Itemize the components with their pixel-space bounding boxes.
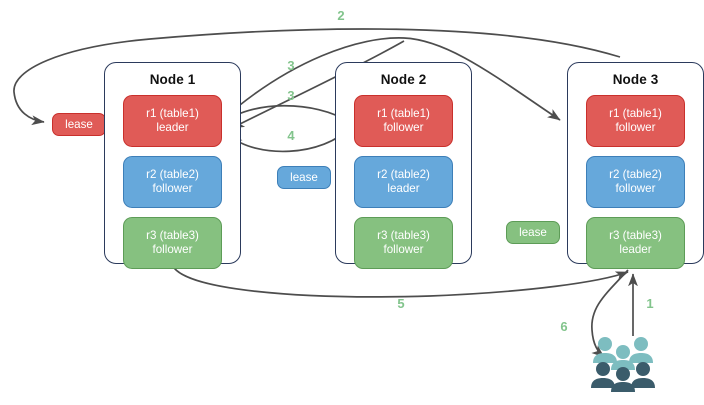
replica-name: r3 (table3) xyxy=(609,228,662,242)
replica-role: follower xyxy=(152,243,193,256)
arrow-step-6 xyxy=(591,269,629,358)
replica-name: r2 (table2) xyxy=(146,167,199,181)
step-label-2: 2 xyxy=(337,8,345,23)
lease-badge-r1[interactable]: lease xyxy=(52,113,106,136)
node-box-node1[interactable]: Node 1 r1 (table1) leader r2 (table2) fo… xyxy=(104,62,241,269)
replica-n1r1[interactable]: r1 (table1) leader xyxy=(123,95,222,147)
step-label-3b: 3 xyxy=(287,88,295,103)
arrow-step-5 xyxy=(171,263,629,298)
replica-role: follower xyxy=(615,182,656,195)
replica-name: r3 (table3) xyxy=(146,228,199,242)
replica-n3r1[interactable]: r1 (table1) follower xyxy=(586,95,685,147)
arrow-step-2 xyxy=(13,28,621,126)
node-title: Node 2 xyxy=(380,72,427,87)
replica-role: follower xyxy=(152,182,193,195)
step-label-4: 4 xyxy=(287,128,295,143)
step-label-6: 6 xyxy=(560,319,568,334)
lease-badge-r2[interactable]: lease xyxy=(277,166,331,189)
replica-n1r2[interactable]: r2 (table2) follower xyxy=(123,156,222,208)
replica-n3r2[interactable]: r2 (table2) follower xyxy=(586,156,685,208)
arrow-step-3-incoming xyxy=(231,40,405,129)
lease-label: lease xyxy=(65,118,93,131)
replica-n2r3[interactable]: r3 (table3) follower xyxy=(354,217,453,269)
replica-role: follower xyxy=(383,243,424,256)
lease-badge-r3[interactable]: lease xyxy=(506,221,560,244)
replica-name: r2 (table2) xyxy=(609,167,662,181)
lease-label: lease xyxy=(519,226,547,239)
step-label-5: 5 xyxy=(397,296,405,311)
replica-name: r2 (table2) xyxy=(377,167,430,181)
lease-label: lease xyxy=(290,171,318,184)
replica-role: leader xyxy=(156,121,189,134)
node-box-node2[interactable]: Node 2 r1 (table1) follower r2 (table2) … xyxy=(335,62,472,269)
node-title: Node 3 xyxy=(612,72,659,87)
replica-role: leader xyxy=(387,182,420,195)
node-title: Node 1 xyxy=(149,72,196,87)
arrow-node1-to-node3 xyxy=(221,37,561,121)
step-label-1: 1 xyxy=(646,296,654,311)
replica-n2r1[interactable]: r1 (table1) follower xyxy=(354,95,453,147)
replica-n1r3[interactable]: r3 (table3) follower xyxy=(123,217,222,269)
arrow-step-3-outgoing xyxy=(221,104,350,125)
replica-name: r3 (table3) xyxy=(377,228,430,242)
users-group-icon xyxy=(591,337,655,392)
replica-name: r1 (table1) xyxy=(377,106,430,120)
replica-name: r1 (table1) xyxy=(609,106,662,120)
replica-n2r2[interactable]: r2 (table2) leader xyxy=(354,156,453,208)
step-label-3a: 3 xyxy=(287,58,295,73)
replica-n3r3[interactable]: r3 (table3) leader xyxy=(586,217,685,269)
replica-role: leader xyxy=(619,243,652,256)
replica-role: follower xyxy=(383,121,424,134)
replica-name: r1 (table1) xyxy=(146,106,199,120)
node-box-node3[interactable]: Node 3 r1 (table1) follower r2 (table2) … xyxy=(567,62,704,269)
replica-role: follower xyxy=(615,121,656,134)
